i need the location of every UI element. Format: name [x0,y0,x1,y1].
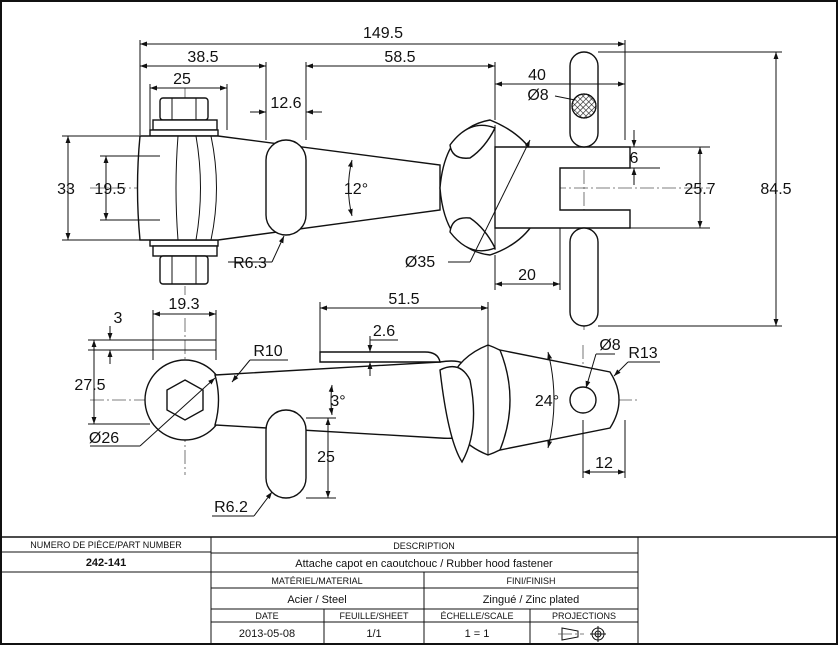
sheet: 1/1 [366,628,381,640]
dim-ring-dia: Ø26 [89,430,119,447]
dim-middle-section: 58.5 [384,49,415,66]
t-handle [569,51,599,327]
dim-flange-thickness: 3 [114,310,123,327]
dim-pin-dia: Ø8 [527,87,548,104]
dim-tip-length: 12 [595,455,613,472]
title-block: NUMERO DE PIÈCE/PART NUMBER 242-141 DESC… [1,536,837,644]
finish: Zingué / Zinc plated [483,594,580,606]
material-label: MATÉRIEL/MATERIAL [271,576,362,586]
dim-handle-height: 84.5 [760,181,791,198]
dim-bolt-head: 19.3 [168,296,199,313]
ring-eye [144,359,226,441]
sheet-label: FEUILLE/SHEET [339,611,409,621]
projections-label: PROJECTIONS [552,611,616,621]
clevis [494,146,631,229]
description: Attache capot en caoutchouc / Rubber hoo… [295,558,553,570]
dim-overall-length: 149.5 [363,25,403,42]
slot [265,139,307,236]
tip-hole [569,386,597,414]
part-number-label: NUMERO DE PIÈCE/PART NUMBER [30,540,182,550]
dim-right-height: 25.7 [684,181,715,198]
material: Acier / Steel [287,594,346,606]
dim-slot-width: 12.6 [270,95,301,112]
dim-height-inner: 19.5 [94,181,125,198]
date-label: DATE [255,611,278,621]
dim-bolt-width: 25 [173,71,191,88]
dim-body-length: 51.5 [388,291,419,308]
dim-ring-radius: R10 [253,343,282,360]
dim-tab-offset: 6 [630,150,639,167]
side-handle [265,409,307,499]
dim-handle-depth: 25 [317,449,335,466]
dim-tip-angle: 24° [535,393,559,410]
dim-right-section: 40 [528,67,546,84]
dim-handle-radius: R6.2 [214,499,248,516]
top-view: 149.5 38.5 58.5 25 12.6 40 Ø8 33 19.5 12… [57,25,792,330]
dim-right-offset: 20 [518,267,536,284]
dim-knob-dia: Ø35 [405,254,435,271]
top-dimensions [62,40,782,327]
date: 2013-05-08 [239,628,295,640]
side-dimensions [88,302,660,517]
projection-symbol-icon [558,626,606,642]
dim-body-angle: 3° [330,393,345,410]
dim-taper-angle: 12° [344,181,368,198]
side-view: 19.3 3 R10 27.5 Ø26 51.5 2.6 3° 24° Ø8 R… [74,291,660,517]
tip [498,349,620,451]
dim-slot-radius: R6.3 [233,255,267,272]
description-label: DESCRIPTION [393,541,455,551]
scale: 1 = 1 [465,628,490,640]
dim-height-outer: 33 [57,181,75,198]
finish-label: FINI/FINISH [507,576,556,586]
part-number: 242-141 [86,557,126,569]
dim-hole-dia: Ø8 [599,337,620,354]
dim-ring-height: 27.5 [74,377,105,394]
dim-left-section: 38.5 [187,49,218,66]
dim-lip: 2.6 [373,323,395,340]
scale-label: ÉCHELLE/SCALE [440,611,513,621]
dim-tip-radius: R13 [628,345,657,362]
